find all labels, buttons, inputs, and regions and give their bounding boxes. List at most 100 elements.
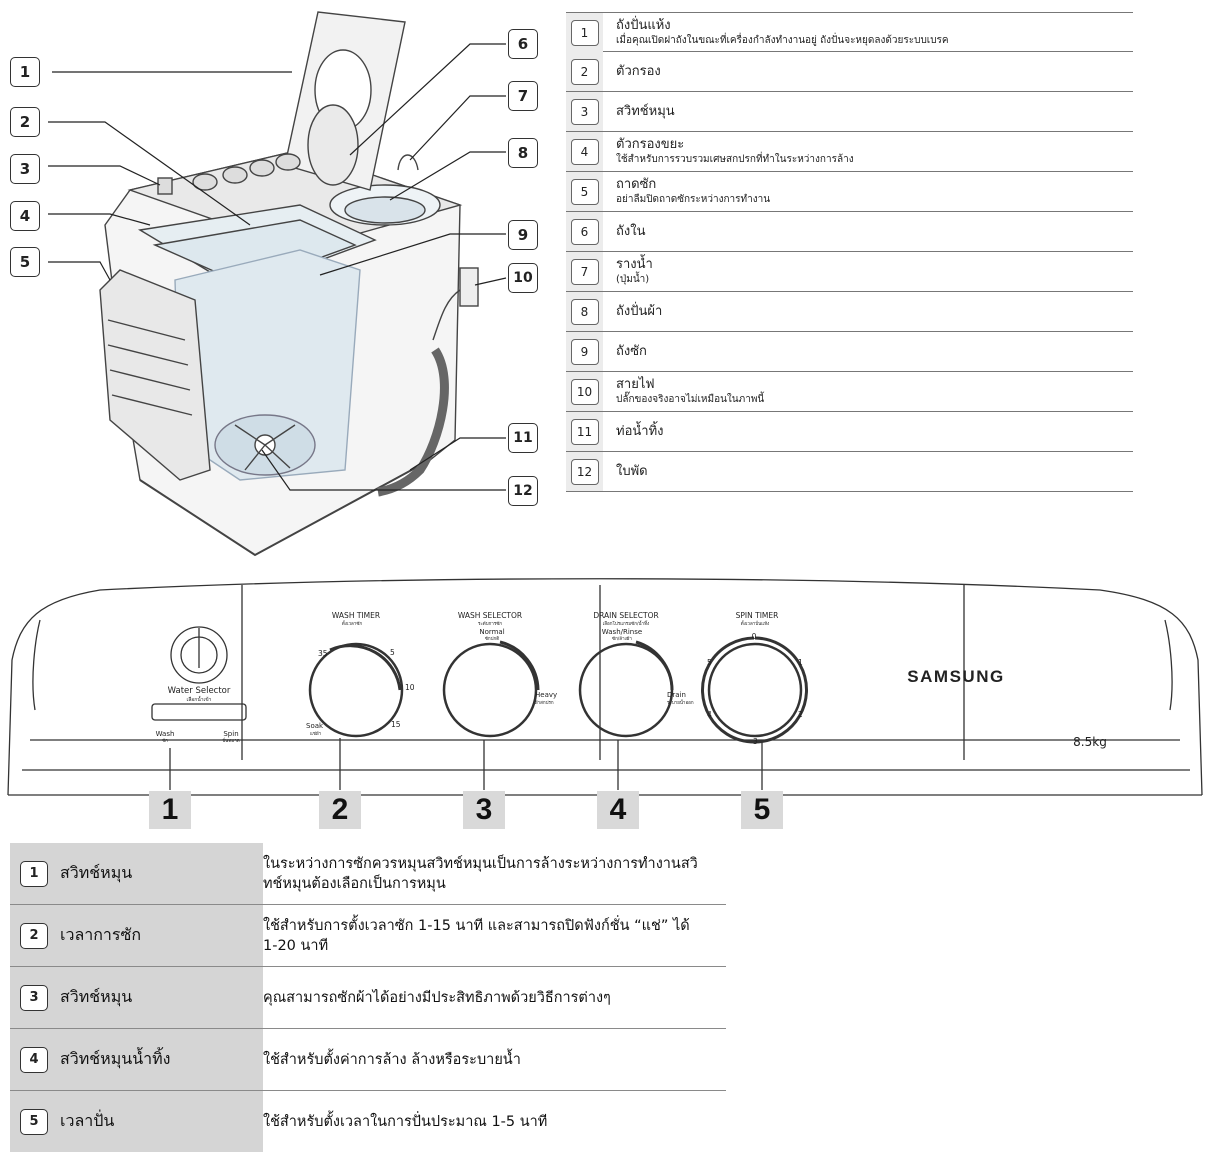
drain-label: Drain	[667, 691, 686, 699]
control-description-table: 1 สวิทช์หมุน ในระหว่างการซักควรหมุนสวิทช์…	[10, 843, 726, 1153]
part-title: สายไฟ	[616, 377, 655, 392]
part-desc: ใช้สำหรับการรวบรวมเศษสกปรกที่ทำในระหว่าง…	[616, 154, 854, 165]
control-desc: ใช้สำหรับตั้งค่าการล้าง ล้างหรือระบายน้ำ	[263, 1051, 521, 1068]
water-wash-sub: ซัก	[162, 738, 168, 744]
part-number: 12	[570, 458, 599, 485]
callout-9: 9	[508, 220, 538, 250]
part-title: ใบพัด	[616, 463, 648, 479]
control-number: 5	[20, 1108, 48, 1135]
part-row: 10 สายไฟปลั๊กของจริงอาจไม่เหมือนในภาพนี้	[566, 372, 1133, 412]
drain-sub: ระบายน้ำออก	[667, 699, 694, 706]
part-desc: (ปุ่มน้ำ)	[616, 274, 650, 285]
wash-timer-title: WASH TIMER	[332, 611, 380, 620]
table-row: 5 เวลาปั่น ใช้สำหรับตั้งเวลาในการปั่นประม…	[10, 1091, 726, 1153]
spin-timer-1: 1	[798, 658, 803, 667]
machine-illustration: 1 2 3 4 5 6 7 8 9 10 11 12	[0, 0, 560, 575]
part-number: 10	[570, 378, 599, 405]
control-number: 2	[20, 922, 48, 949]
part-title: ตัวกรองขยะ	[616, 137, 685, 152]
control-desc: ใช้สำหรับตั้งเวลาในการปั่นประมาณ 1-5 นาท…	[263, 1113, 548, 1130]
part-row: 9 ถังซัก	[566, 332, 1133, 372]
water-selector-sub: เลือกน้ำเข้า	[187, 694, 212, 703]
panel-number-5: 5	[741, 791, 783, 829]
part-desc: เมื่อคุณเปิดฝาถังในขณะที่เครื่องกำลังทำง…	[616, 35, 949, 46]
part-number: 5	[570, 178, 599, 205]
panel-number-2: 2	[319, 791, 361, 829]
drain-selector-title: DRAIN SELECTOR	[593, 611, 658, 620]
spin-timer-sub: ตั้งเวลาปั่นแห้ง	[741, 620, 769, 627]
callout-2: 2	[10, 107, 40, 137]
part-desc: อย่าลืมปิดถาดซักระหว่างการทำงาน	[616, 194, 771, 205]
part-number: 6	[570, 218, 599, 245]
spin-timer-2: 2	[798, 710, 803, 719]
part-title: ถังปั่นแห้ง	[616, 18, 671, 33]
washing-machine-drawing	[48, 11, 507, 557]
part-title: ตัวกรอง	[616, 63, 661, 79]
part-title: รางน้ำ	[616, 257, 653, 272]
spin-timer-title: SPIN TIMER	[736, 611, 779, 620]
callout-5: 5	[10, 247, 40, 277]
callout-11: 11	[508, 423, 538, 453]
control-name: สวิทช์หมุนน้ำทิ้ง	[60, 1049, 171, 1068]
part-number: 9	[570, 338, 599, 365]
part-title: ถังใน	[616, 223, 646, 239]
part-number: 4	[570, 138, 599, 165]
drain-selector-sub: เลือกโปรแกรมซัก/น้ำทิ้ง	[603, 620, 649, 627]
table-row: 1 สวิทช์หมุน ในระหว่างการซักควรหมุนสวิทช์…	[10, 843, 726, 905]
brand-logo: SAMSUNG	[907, 667, 1004, 686]
wash-selector-heavy: Heavy	[535, 691, 557, 699]
wash-timer-soak: Soak	[306, 722, 324, 730]
part-number: 8	[570, 298, 599, 325]
spin-timer-3: 3	[753, 737, 758, 746]
wash-timer-5: 5	[390, 648, 395, 657]
control-desc: ใช้สำหรับการตั้งเวลาซัก 1-15 นาที และสาม…	[263, 917, 690, 954]
control-number: 1	[20, 860, 48, 887]
part-row: 5 ถาดซักอย่าลืมปิดถาดซักระหว่างการทำงาน	[566, 172, 1133, 212]
part-desc: ปลั๊กของจริงอาจไม่เหมือนในภาพนี้	[616, 394, 765, 405]
control-name: สวิทช์หมุน	[60, 863, 133, 882]
control-panel-drawing: Water Selector เลือกน้ำเข้า Wash ซัก Spi…	[7, 578, 1203, 796]
spin-timer-4: 4	[707, 710, 712, 719]
table-row: 4 สวิทช์หมุนน้ำทิ้ง ใช้สำหรับตั้งค่าการล้…	[10, 1029, 726, 1091]
panel-number-1: 1	[149, 791, 191, 829]
control-name: เวลาปั่น	[60, 1111, 115, 1130]
wash-selector-normal: Normal	[479, 628, 504, 636]
part-title: ถังซัก	[616, 343, 647, 359]
wash-selector-normal-sub: ซักปกติ	[485, 636, 499, 642]
part-number: 2	[570, 58, 599, 85]
drain-wash-rinse: Wash/Rinse	[602, 628, 642, 636]
control-desc: ในระหว่างการซักควรหมุนสวิทช์หมุนเป็นการล…	[263, 855, 698, 892]
callout-1: 1	[10, 57, 40, 87]
water-spin-sub: ปั่นหมาด	[222, 737, 239, 744]
callout-4: 4	[10, 201, 40, 231]
part-title: ถาดซัก	[616, 177, 657, 192]
spin-timer-0: 0	[752, 632, 757, 641]
wash-timer-10: 10	[405, 683, 415, 692]
water-wash-label: Wash	[156, 730, 175, 738]
control-number: 3	[20, 984, 48, 1011]
wash-selector-title: WASH SELECTOR	[458, 611, 522, 620]
capacity-label: 8.5kg	[1073, 735, 1107, 749]
wash-selector-heavy-sub: ผ้าสกปรก	[535, 700, 554, 706]
water-spin-label: Spin	[223, 730, 238, 738]
part-row: 4 ตัวกรองขยะใช้สำหรับการรวบรวมเศษสกปรกที่…	[566, 132, 1133, 172]
wash-timer-15: 15	[391, 720, 401, 729]
part-title: สวิทช์หมุน	[616, 103, 675, 119]
control-number: 4	[20, 1046, 48, 1073]
callout-7: 7	[508, 81, 538, 111]
wash-timer-35: 35	[318, 649, 328, 658]
callout-8: 8	[508, 138, 538, 168]
spin-timer-5: 5	[707, 658, 712, 667]
wash-timer-sub: ตั้งเวลาซัก	[342, 620, 363, 627]
callout-3: 3	[10, 154, 40, 184]
callout-10: 10	[508, 263, 538, 293]
drain-wash-rinse-sub: ซัก/ล้างผ้า	[612, 636, 632, 642]
control-desc: คุณสามารถซักผ้าได้อย่างมีประสิทธิภาพด้วย…	[263, 989, 611, 1006]
